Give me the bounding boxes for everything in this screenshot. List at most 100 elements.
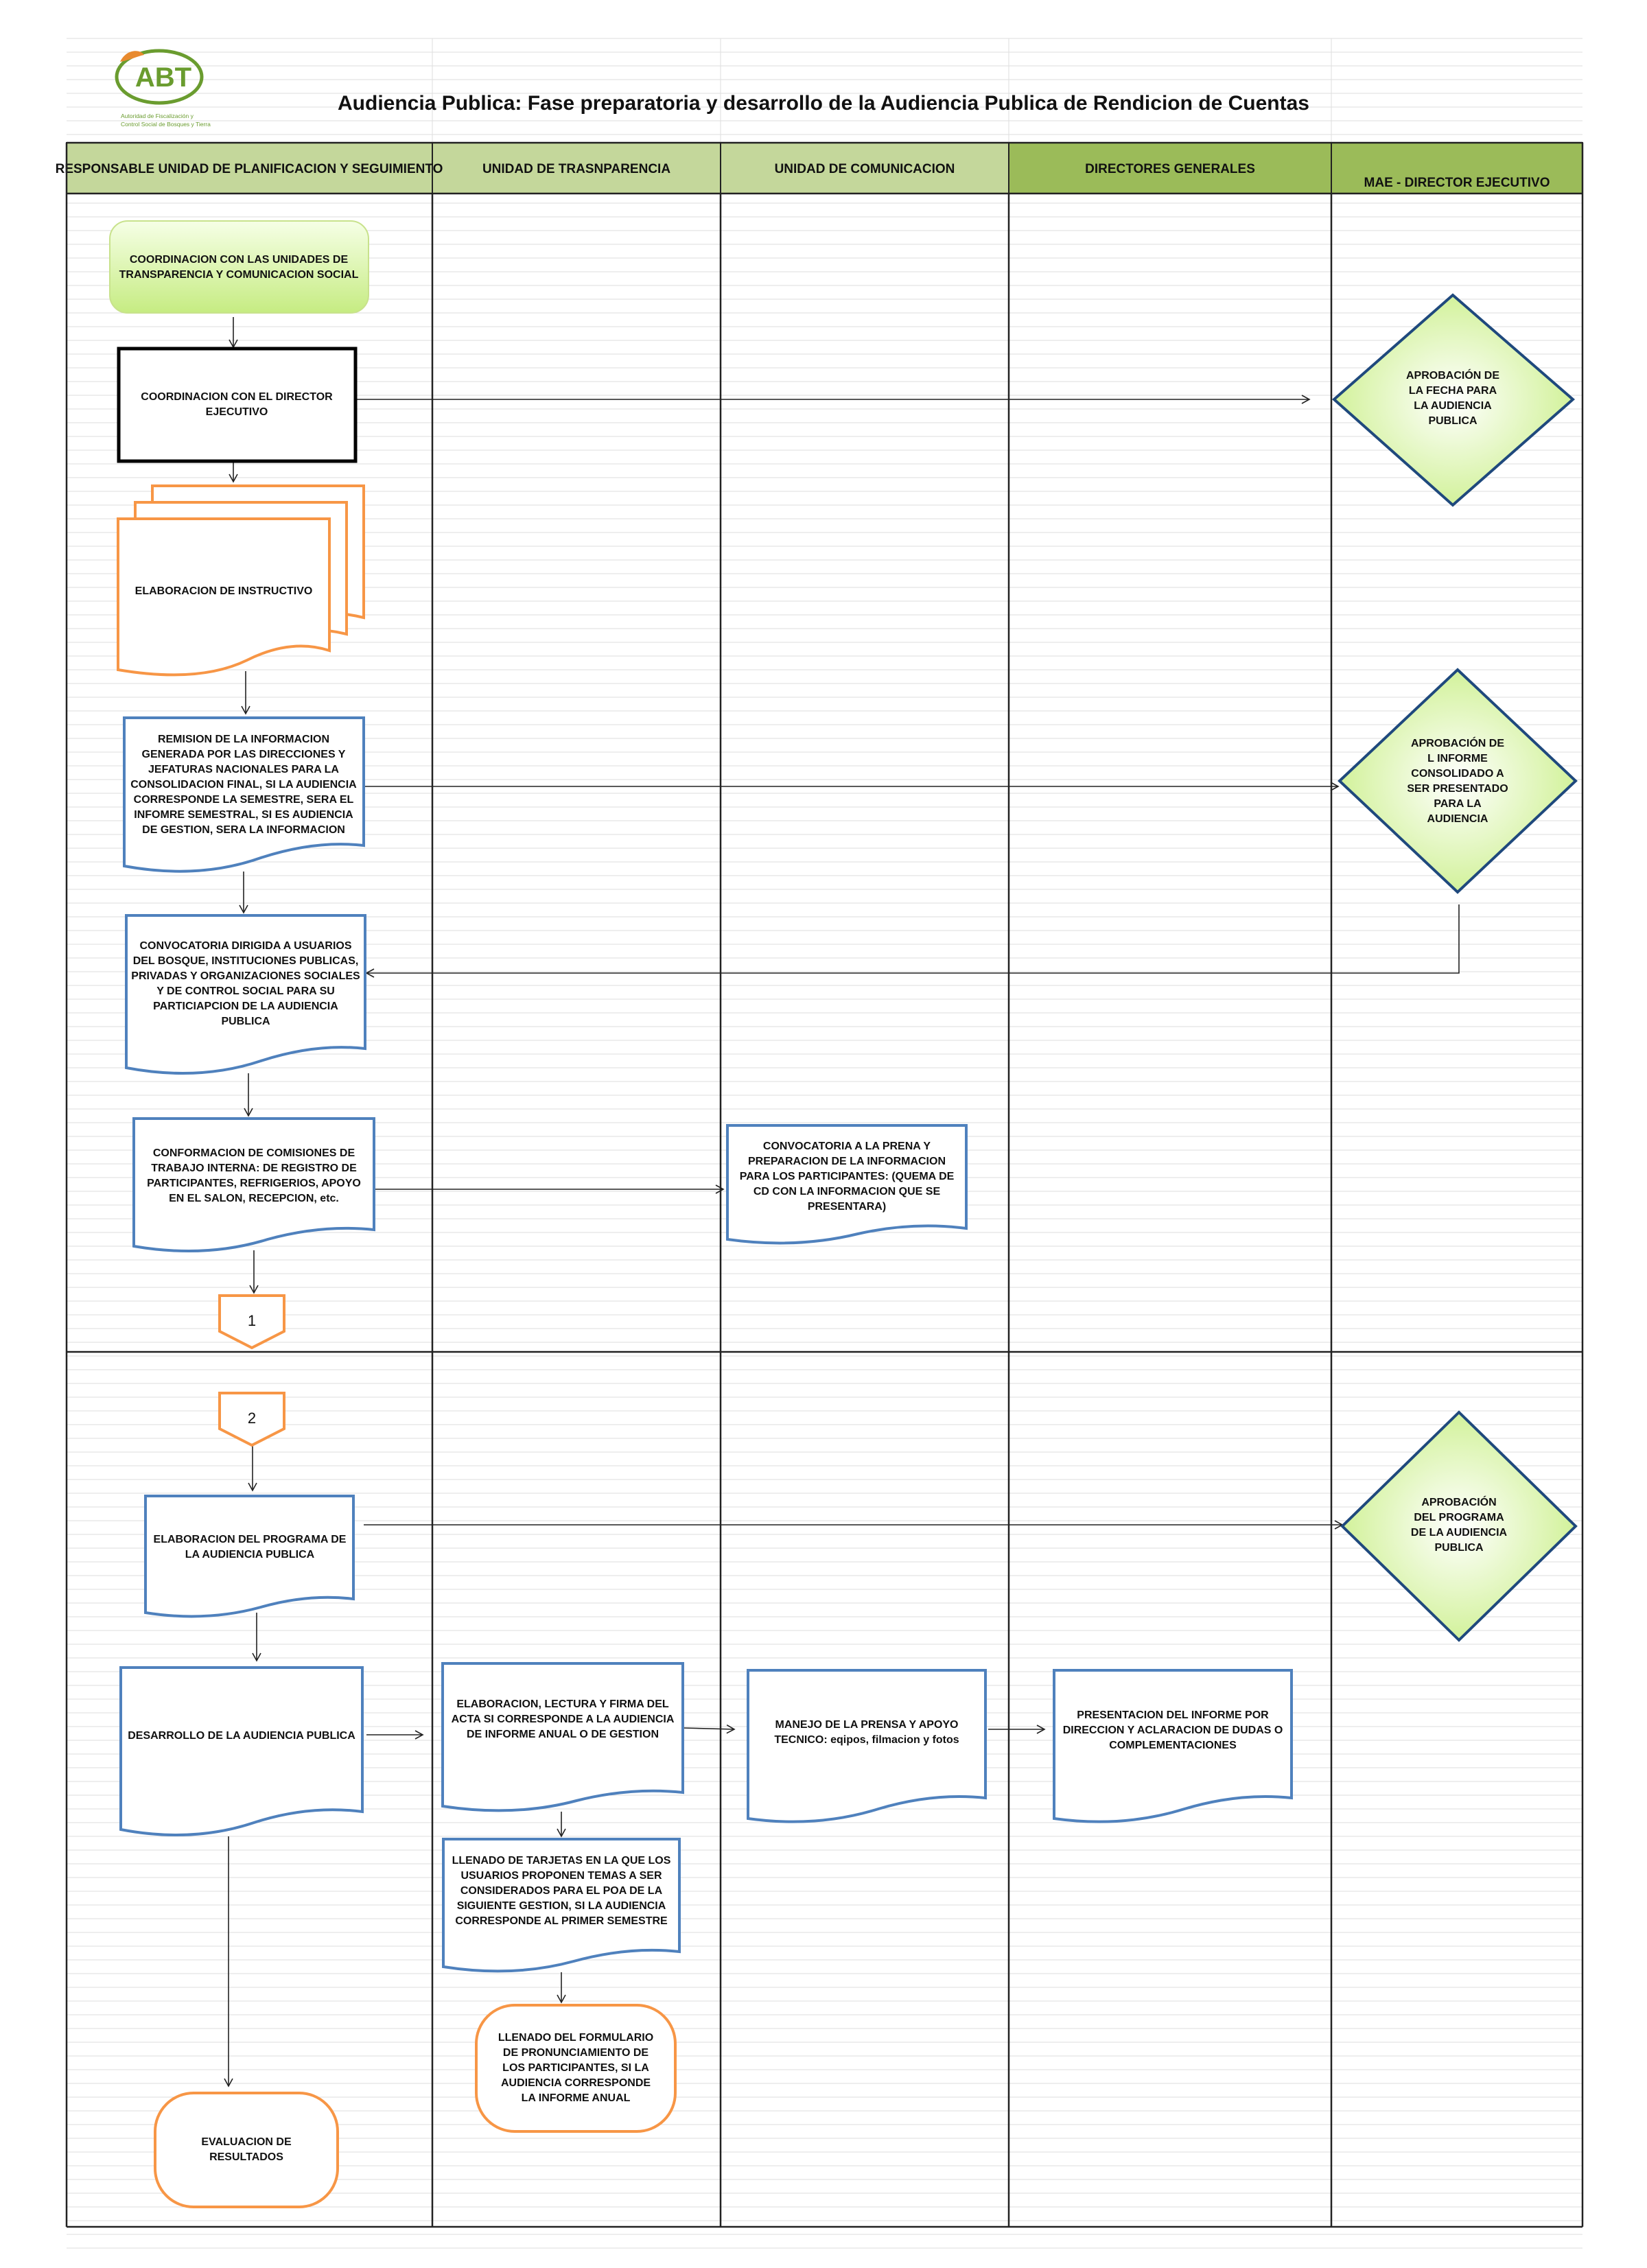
- label-line: PARTICIPANTES, REFRIGERIOS, APOYO: [147, 1178, 361, 1189]
- approval-program-diamond: [1340, 1410, 1578, 1642]
- label-line: AUDIENCIA: [1427, 813, 1488, 825]
- label-line: COORDINACION CON EL DIRECTOR: [141, 391, 333, 403]
- label-line: CONSOLIDACION FINAL, SI LA AUDIENCIA: [130, 779, 357, 791]
- remision-label: REMISION DE LA INFORMACION GENERADA POR L…: [130, 734, 357, 836]
- label-line: LOS PARTICIPANTES, SI LA: [502, 2062, 649, 2074]
- coordination-director-label: COORDINACION CON EL DIRECTOR EJECUTIVO: [141, 391, 333, 418]
- approval-report-label: APROBACIÓN DE L INFORME CONSOLIDADO A SER P…: [1407, 736, 1508, 825]
- label-line: COORDINACION CON LAS UNIDADES DE: [130, 254, 349, 266]
- lane-header-4: DIRECTORES GENERALES: [1085, 162, 1255, 176]
- lane-headers: RESPONSABLE UNIDAD DE PLANIFICACION Y SE…: [56, 142, 1583, 194]
- label-line: DE LA AUDIENCIA: [1411, 1527, 1508, 1539]
- logo-subtitle-1: Autoridad de Fiscalización y: [121, 113, 194, 119]
- coordination-director-box: [117, 347, 358, 463]
- label-line: LA AUDIENCIA: [1414, 400, 1492, 412]
- label-line: ELABORACION DE INSTRUCTIVO: [135, 585, 313, 597]
- label-line: RESULTADOS: [209, 2151, 283, 2163]
- label-line: DE INFORME ANUAL O DE GESTION: [467, 1729, 659, 1740]
- presentacion-doc: [1053, 1669, 1293, 1823]
- label-line: MANEJO DE LA PRENSA Y APOYO: [775, 1719, 958, 1731]
- programa-doc: [144, 1495, 355, 1618]
- label-line: APROBACIÓN DE: [1406, 369, 1499, 382]
- approval-report-diamond: [1338, 668, 1578, 894]
- leaf-icon: [120, 51, 144, 62]
- label-line: DEL PROGRAMA: [1414, 1512, 1504, 1523]
- offpage-connector-2: [218, 1392, 285, 1447]
- arrow-n10-n11: [682, 1725, 736, 1734]
- label-line: TECNICO: eqipos, filmacion y fotos: [774, 1734, 959, 1746]
- label-line: LLENADO DE TARJETAS EN LA QUE LOS: [452, 1855, 671, 1867]
- comisiones-doc: [132, 1117, 375, 1253]
- label-line: PUBLICA: [221, 1016, 270, 1027]
- label-line: 2: [248, 1410, 256, 1427]
- label-line: DEL BOSQUE, INSTITUCIONES PUBLICAS,: [133, 955, 359, 967]
- logo-text: ABT: [135, 62, 191, 93]
- label-line: SIGUIENTE GESTION, SI LA AUDIENCIA: [457, 1900, 666, 1912]
- lane-borders: [65, 141, 1584, 2228]
- coordination-units-box: [109, 220, 369, 314]
- label-line: L INFORME: [1427, 753, 1488, 764]
- label-line: 1: [248, 1312, 256, 1329]
- arrow-d2-n5: [365, 904, 1460, 978]
- label-line: CORRESPONDE AL PRIMER SEMESTRE: [455, 1915, 668, 1927]
- label-line: REMISION DE LA INFORMACION: [158, 734, 329, 745]
- convocatoria-prensa-doc: [726, 1124, 968, 1245]
- label-line: COMPLEMENTACIONES: [1109, 1740, 1237, 1751]
- shapes: [109, 220, 1578, 2208]
- label-line: DESARROLLO DE LA AUDIENCIA PUBLICA: [128, 1730, 355, 1742]
- label-line: TRANSPARENCIA Y COMUNICACION SOCIAL: [119, 269, 359, 281]
- lane-header-5-bg: [1331, 142, 1583, 194]
- tarjetas-label: LLENADO DE TARJETAS EN LA QUE LOS USUARIO…: [452, 1855, 671, 1927]
- convocatoria-doc: [125, 914, 366, 1075]
- tarjetas-doc: [442, 1838, 681, 1973]
- label-line: APROBACIÓN: [1421, 1495, 1496, 1508]
- acta-doc: [441, 1662, 684, 1812]
- label-line: GENERADA POR LAS DIRECCIONES Y: [142, 749, 346, 760]
- label-line: PARA LOS PARTICIPANTES: (QUEMA DE: [740, 1171, 955, 1182]
- formulario-terminal: [475, 2004, 677, 2133]
- coordination-units-label: COORDINACION CON LAS UNIDADES DE TRANSPAR…: [119, 254, 359, 281]
- label-line: EJECUTIVO: [206, 406, 268, 418]
- lane-header-3: UNIDAD DE COMUNICACION: [775, 162, 955, 176]
- label-line: CD CON LA INFORMACION QUE SE: [754, 1186, 941, 1197]
- label-line: CORRESPONDE LA SEMESTRE, SERA EL: [134, 794, 354, 806]
- label-line: JEFATURAS NACIONALES PARA LA: [148, 764, 339, 775]
- label-line: Y DE CONTROL SOCIAL PARA SU: [156, 985, 335, 997]
- lane-header-2: UNIDAD DE TRASNPARENCIA: [482, 162, 670, 176]
- prensa-doc: [747, 1669, 987, 1823]
- label-line: SER PRESENTADO: [1407, 783, 1508, 795]
- instructivo-label: ELABORACION DE INSTRUCTIVO: [135, 585, 313, 597]
- label-line: PREPARACION DE LA INFORMACION: [748, 1156, 946, 1167]
- convocatoria-prensa-label: CONVOCATORIA A LA PRENA Y PREPARACION DE …: [740, 1141, 955, 1213]
- label-line: CONSOLIDADO A: [1411, 768, 1504, 780]
- prensa-label: MANEJO DE LA PRENSA Y APOYO TECNICO: eqip…: [774, 1719, 959, 1746]
- label-line: ELABORACION DEL PROGRAMA DE: [154, 1534, 347, 1545]
- label-line: LA AUDIENCIA PUBLICA: [185, 1549, 315, 1560]
- label-line: CONVOCATORIA A LA PRENA Y: [763, 1141, 931, 1152]
- label-line: INFOMRE SEMESTRAL, SI ES AUDIENCIA: [134, 809, 353, 821]
- label-line: PRIVADAS Y ORGANIZACIONES SOCIALES: [131, 970, 360, 982]
- label-line: USUARIOS PROPONEN TEMAS A SER: [460, 1870, 662, 1882]
- label-line: ACTA SI CORRESPONDE A LA AUDIENCIA: [452, 1714, 675, 1725]
- logo-subtitle-2: Control Social de Bosques y Tierra: [121, 121, 211, 128]
- remision-doc: [123, 716, 365, 873]
- label-line: PUBLICA: [1434, 1542, 1484, 1554]
- connectors: [224, 317, 1460, 2088]
- label-line: LLENADO DEL FORMULARIO: [498, 2032, 653, 2044]
- label-line: AUDIENCIA CORRESPONDE: [501, 2077, 651, 2089]
- desarrollo-doc: [119, 1666, 364, 1836]
- label-line: APROBACIÓN DE: [1411, 736, 1504, 749]
- label-line: CONSIDERADOS PARA EL POA DE LA: [460, 1885, 663, 1897]
- label-line: PUBLICA: [1428, 415, 1477, 427]
- evaluacion-terminal: [154, 2092, 339, 2208]
- offpage-connector-1: [218, 1294, 285, 1350]
- instructivo-multidoc: [117, 484, 365, 677]
